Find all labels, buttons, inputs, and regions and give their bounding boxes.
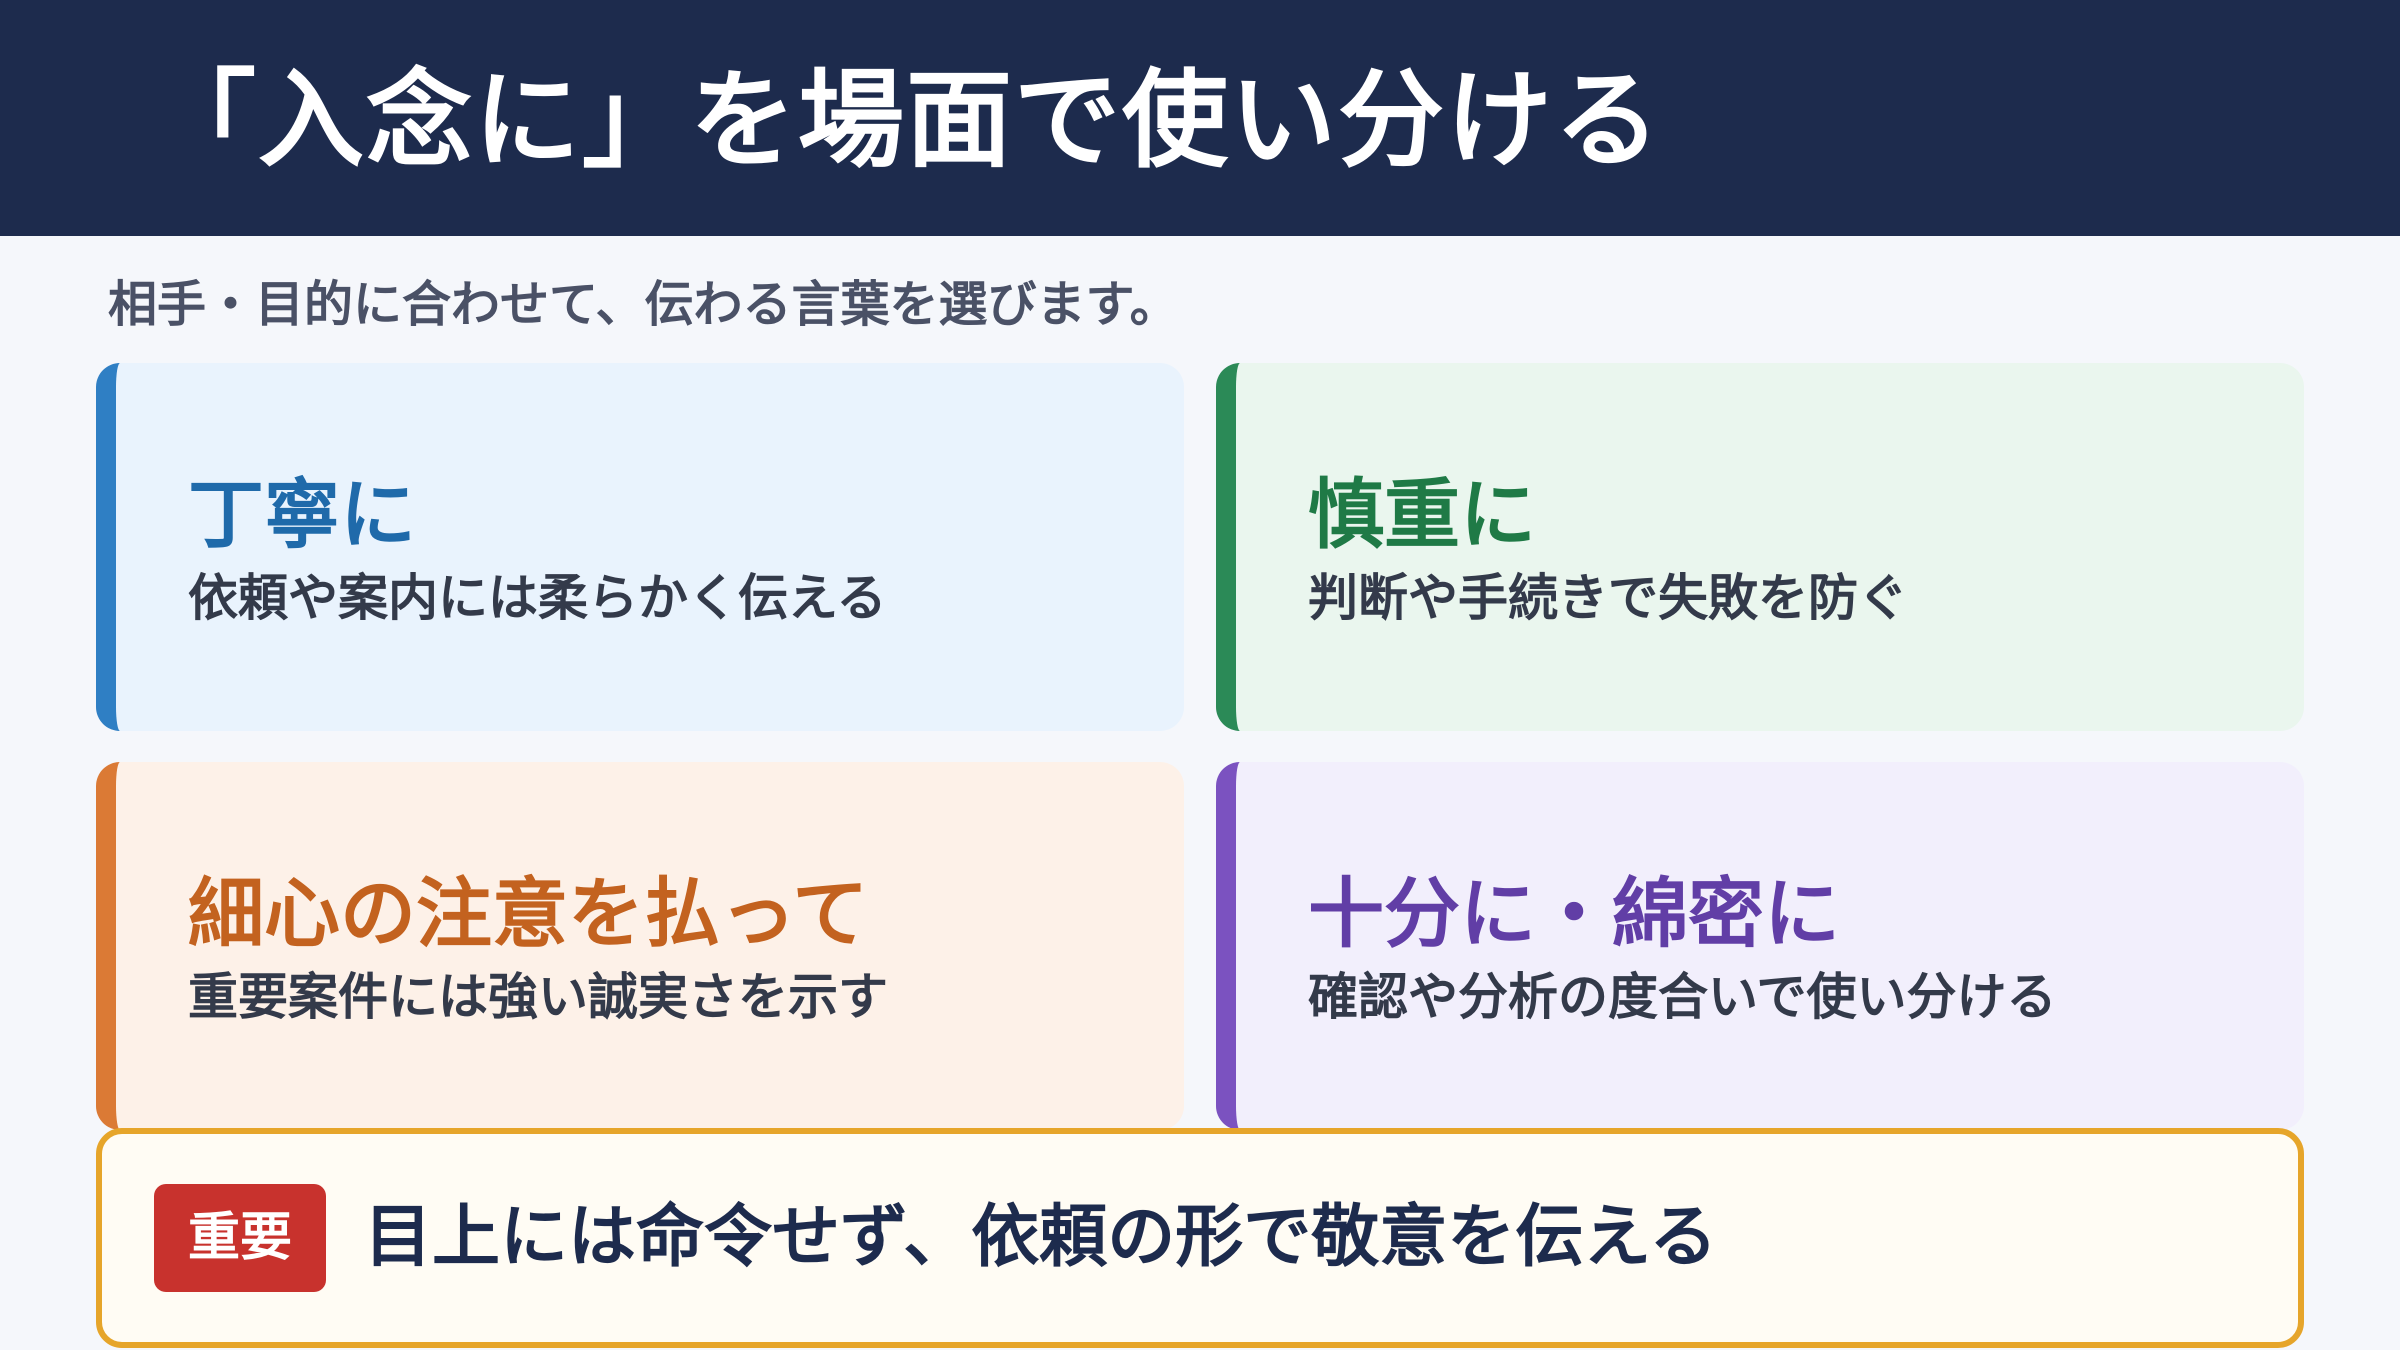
card-utmost-care: 細心の注意を払って 重要案件には強い誠実さを示す bbox=[96, 762, 1184, 1130]
card-title: 丁寧に bbox=[188, 470, 416, 559]
card-description: 重要案件には強い誠実さを示す bbox=[188, 968, 888, 1026]
card-politely: 丁寧に 依頼や案内には柔らかく伝える bbox=[96, 363, 1184, 731]
important-note-text: 目上には命令せず、依頼の形で敬意を伝える bbox=[364, 1198, 1718, 1277]
page-title: 「入念に」を場面で使い分ける bbox=[150, 59, 1662, 182]
card-title: 慎重に bbox=[1308, 470, 1536, 559]
card-carefully: 慎重に 判断や手続きで失敗を防ぐ bbox=[1216, 363, 2304, 731]
card-title: 十分に・綿密に bbox=[1308, 869, 1840, 958]
header-bar: 「入念に」を場面で使い分ける bbox=[0, 0, 2400, 236]
card-title: 細心の注意を払って bbox=[188, 869, 869, 958]
important-note: 重要 目上には命令せず、依頼の形で敬意を伝える bbox=[96, 1128, 2304, 1348]
card-description: 依頼や案内には柔らかく伝える bbox=[188, 569, 887, 627]
card-thoroughly: 十分に・綿密に 確認や分析の度合いで使い分ける bbox=[1216, 762, 2304, 1130]
card-description: 判断や手続きで失敗を防ぐ bbox=[1308, 569, 1908, 627]
card-description: 確認や分析の度合いで使い分ける bbox=[1308, 968, 2057, 1026]
important-badge: 重要 bbox=[154, 1184, 326, 1292]
page-subtitle: 相手・目的に合わせて、伝わる言葉を選びます。 bbox=[108, 276, 1179, 333]
